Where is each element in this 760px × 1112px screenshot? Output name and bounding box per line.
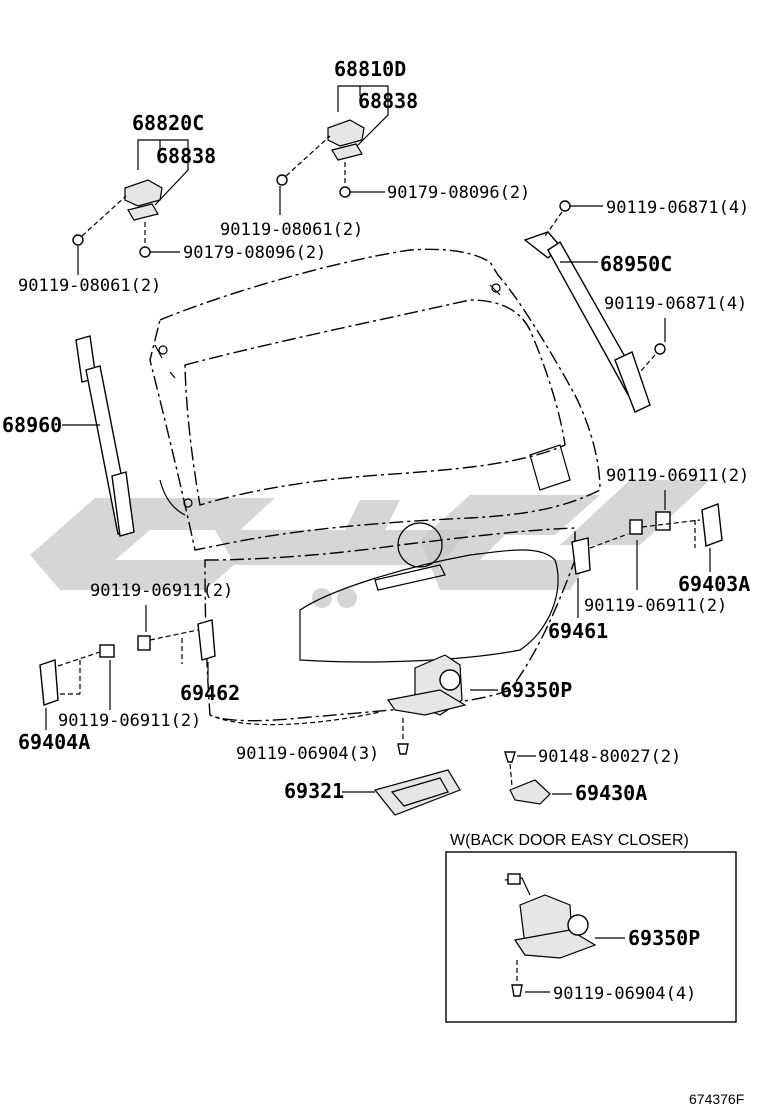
stay-68960 xyxy=(62,335,135,537)
label-68960: 68960 xyxy=(2,413,62,437)
label-69350p-main: 69350P xyxy=(500,678,572,702)
label-68810d: 68810D xyxy=(334,57,406,81)
label-90119-06904-inset: 90119-06904(4) xyxy=(553,984,696,1004)
back-door-panel xyxy=(149,248,601,726)
hinge-68810d xyxy=(276,85,389,215)
label-68838-left: 68838 xyxy=(156,144,216,168)
label-69350p-inset: 69350P xyxy=(628,926,700,950)
label-90119-08061-left: 90119-08061(2) xyxy=(18,276,161,296)
label-69321: 69321 xyxy=(284,779,344,803)
inset-title: W(BACK DOOR EASY CLOSER) xyxy=(450,832,689,849)
label-69461: 69461 xyxy=(548,619,608,643)
label-68838-top: 68838 xyxy=(358,89,418,113)
lock-right-assembly xyxy=(571,490,723,618)
label-90119-06904-main: 90119-06904(3) xyxy=(236,744,379,764)
label-90119-06911-left-bot: 90119-06911(2) xyxy=(58,711,201,731)
inset-box xyxy=(445,851,737,1023)
label-68820c: 68820C xyxy=(132,111,204,135)
label-68950c: 68950C xyxy=(600,252,672,276)
label-90179-08096-left: 90179-08096(2) xyxy=(183,243,326,263)
label-90119-06911-right-top: 90119-06911(2) xyxy=(606,466,749,486)
label-69462: 69462 xyxy=(180,681,240,705)
label-69430a: 69430A xyxy=(575,781,647,805)
striker-69430a xyxy=(504,751,572,805)
label-90119-08061-mid: 90119-08061(2) xyxy=(220,220,363,240)
label-69404a: 69404A xyxy=(18,730,90,754)
label-90119-06911-left-top: 90119-06911(2) xyxy=(90,581,233,601)
back-door-lock-69350p xyxy=(386,654,498,755)
leader-lines xyxy=(77,191,385,275)
label-90119-06871-mid: 90119-06871(4) xyxy=(604,294,747,314)
label-90148-80027: 90148-80027(2) xyxy=(538,747,681,767)
label-69403a: 69403A xyxy=(678,572,750,596)
label-90119-06911-right-bot: 90119-06911(2) xyxy=(584,596,727,616)
lock-left-assembly xyxy=(39,605,216,730)
handle-69321 xyxy=(342,769,461,816)
label-90119-06871-top: 90119-06871(4) xyxy=(606,198,749,218)
hinge-68820c xyxy=(72,139,189,258)
label-90179-08096-top: 90179-08096(2) xyxy=(387,183,530,203)
stay-68950c xyxy=(523,200,666,413)
drawing-code: 674376F xyxy=(689,1091,744,1107)
